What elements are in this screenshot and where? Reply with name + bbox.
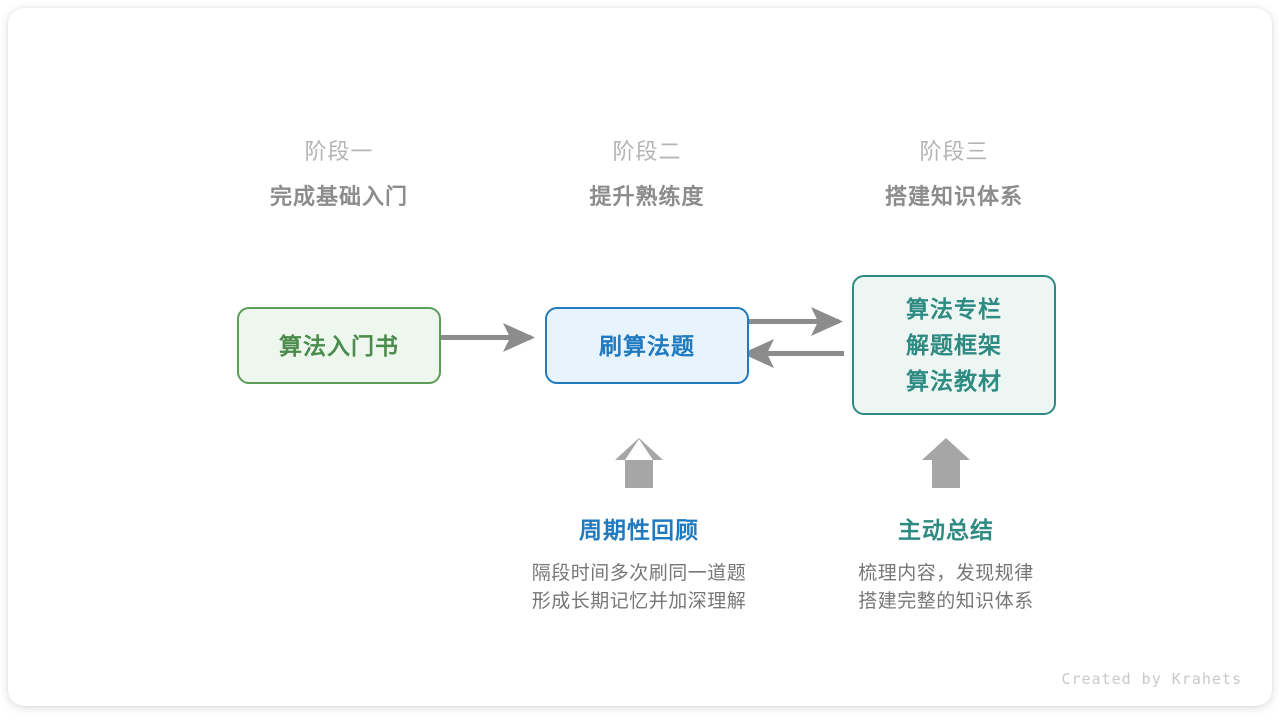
node-line: 算法入门书 [279, 332, 399, 359]
stage-title-label: 搭建知识体系 [884, 184, 1023, 209]
diagram-card: 阶段一 完成基础入门 阶段二 提升熟练度 阶段三 搭建知识体系 算法入门书 [8, 8, 1272, 706]
annotation-description-line: 形成长期记忆并加深理解 [531, 591, 747, 612]
up-arrow-summary [922, 438, 970, 488]
annotation-description: 隔段时间多次刷同一道题 形成长期记忆并加深理解 [489, 560, 789, 616]
stage-title-label: 提升熟练度 [589, 184, 705, 209]
node-line: 算法专栏 [906, 296, 1002, 322]
node-practice-problems[interactable]: 刷算法题 [545, 307, 749, 384]
stage-header-1: 阶段一 完成基础入门 [209, 137, 469, 213]
annotation-active-summary: 主动总结 梳理内容，发现规律 搭建完整的知识体系 [796, 514, 1096, 616]
annotation-description: 梳理内容，发现规律 搭建完整的知识体系 [796, 560, 1096, 616]
annotation-title: 周期性回顾 [579, 517, 699, 543]
node-line: 刷算法题 [599, 332, 695, 359]
annotation-description-line: 搭建完整的知识体系 [858, 591, 1034, 612]
up-arrow-review [615, 438, 663, 488]
node-algorithm-intro-book[interactable]: 算法入门书 [237, 307, 441, 384]
annotation-description-line: 梳理内容，发现规律 [858, 563, 1034, 584]
stage-index-label: 阶段一 [304, 139, 374, 164]
stage-index-label: 阶段二 [612, 139, 682, 164]
stage-header-2: 阶段二 提升熟练度 [517, 137, 777, 213]
node-line: 算法教材 [906, 368, 1002, 394]
credit-text: Created by Krahets [1061, 670, 1242, 688]
annotation-description-line: 隔段时间多次刷同一道题 [531, 563, 747, 584]
stage-title-label: 完成基础入门 [269, 184, 408, 209]
node-line: 解题框架 [906, 332, 1002, 358]
node-knowledge-system[interactable]: 算法专栏 解题框架 算法教材 [852, 275, 1056, 415]
annotation-periodic-review: 周期性回顾 隔段时间多次刷同一道题 形成长期记忆并加深理解 [489, 514, 789, 616]
stage-header-3: 阶段三 搭建知识体系 [824, 137, 1084, 213]
annotation-title: 主动总结 [898, 517, 994, 543]
stage-index-label: 阶段三 [919, 139, 989, 164]
